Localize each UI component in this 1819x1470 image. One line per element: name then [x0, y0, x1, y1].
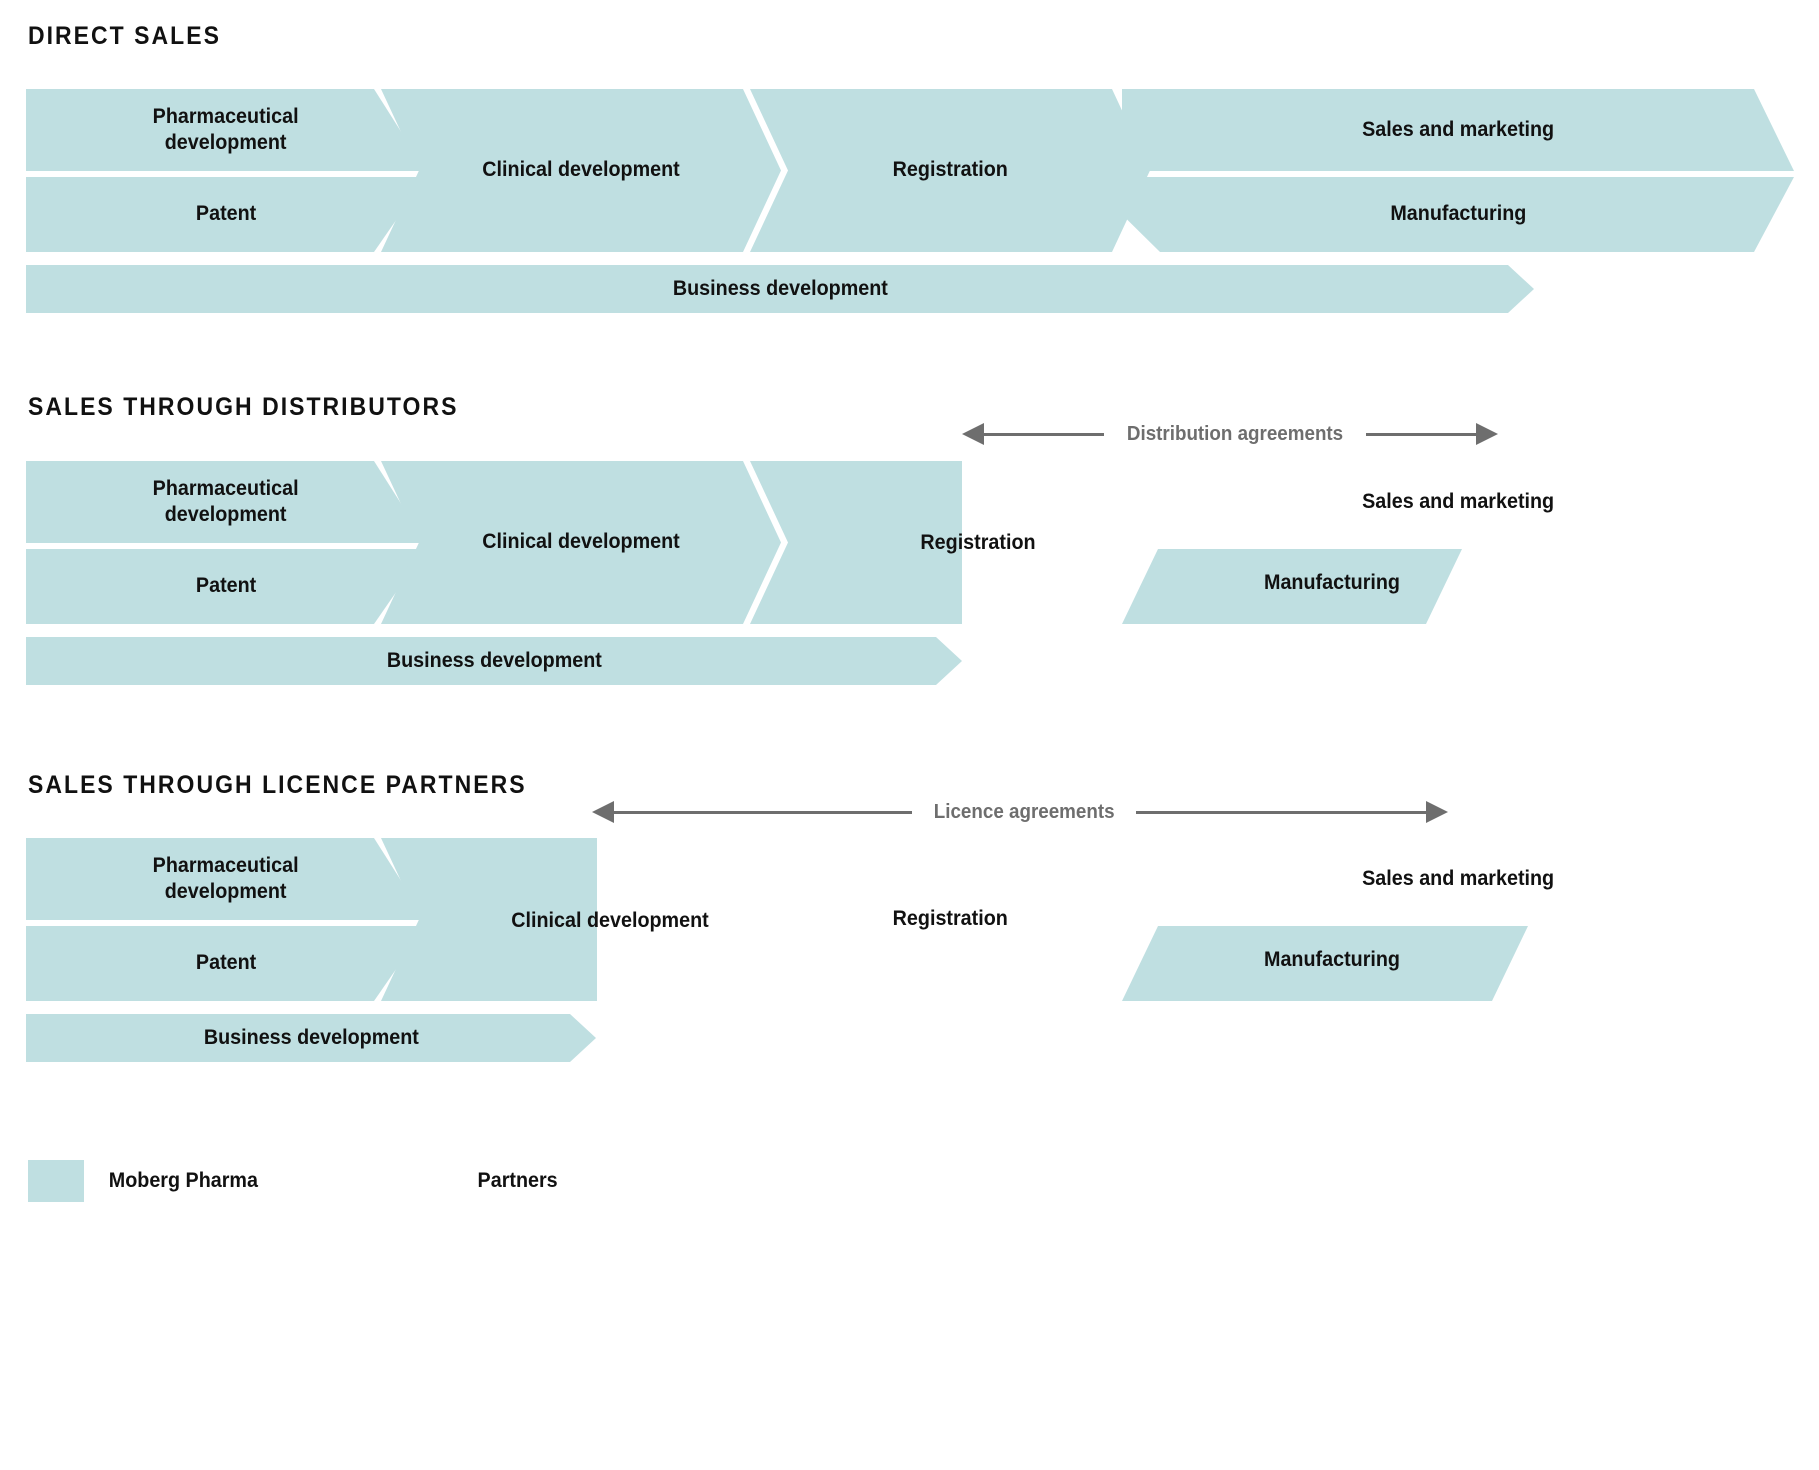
stage-label: Sales and marketing	[1362, 489, 1554, 513]
agreement-label: Distribution agreements	[1126, 422, 1344, 445]
legend-swatch-moberg-icon	[28, 1160, 84, 1202]
stage-registration-label-distributors: Registration	[920, 531, 1036, 554]
stage-patent-distributors[interactable]: Patent	[26, 549, 426, 624]
legend-item-partners: Partners	[419, 1160, 560, 1202]
arrow-left-icon	[962, 423, 984, 445]
stage-clinical-development-direct[interactable]: Clinical development	[381, 89, 781, 252]
arrow-line-left	[984, 432, 1104, 436]
stage-label: Registration	[892, 907, 1008, 931]
stage-label: Sales and marketing	[1362, 866, 1554, 890]
stage-pharmaceutical-development-direct[interactable]: Pharmaceutical development	[26, 89, 426, 171]
stage-business-development-direct[interactable]: Business development	[26, 265, 1534, 313]
stage-sales-and-marketing-licence[interactable]: Sales and marketing	[1122, 838, 1794, 920]
stage-registration-direct[interactable]: Registration	[750, 89, 1150, 252]
legend-label: Moberg Pharma	[108, 1169, 258, 1192]
legend-label: Partners	[477, 1169, 558, 1192]
stage-manufacturing-label-licence: Manufacturing	[1263, 948, 1400, 971]
distribution-agreements-annotation: Distribution agreements	[962, 412, 1722, 456]
legend-item-moberg-pharma: Moberg Pharma	[28, 1160, 263, 1202]
stage-registration-licence[interactable]: Registration	[750, 838, 1150, 1001]
stage-manufacturing-licence[interactable]	[1122, 926, 1528, 1001]
stage-label: Pharmaceutical development	[153, 476, 299, 526]
stage-sales-and-marketing-distributors[interactable]: Sales and marketing	[1122, 461, 1794, 543]
legend: Moberg Pharma Partners	[28, 1160, 560, 1202]
stage-sales-and-marketing-direct[interactable]: Sales and marketing	[1122, 89, 1794, 171]
stage-label: Pharmaceutical development	[153, 853, 299, 903]
stage-label: Clinical development	[482, 530, 680, 554]
stage-patent-direct[interactable]: Patent	[26, 177, 426, 252]
section-heading-sales-through-distributors: SALES THROUGH DISTRIBUTORS	[28, 393, 459, 421]
arrow-line-right	[1366, 432, 1477, 436]
stage-patent-licence[interactable]: Patent	[26, 926, 426, 1001]
legend-swatch-partners-icon	[419, 1160, 475, 1202]
stage-business-development-licence[interactable]: Business development	[26, 1014, 596, 1062]
agreement-label: Licence agreements	[933, 800, 1115, 823]
stage-label: Patent	[195, 202, 257, 226]
stage-label: Sales and marketing	[1362, 117, 1554, 141]
stage-manufacturing-direct[interactable]: Manufacturing	[1122, 177, 1794, 252]
stage-label: Business development	[672, 276, 888, 300]
stage-pharmaceutical-development-licence[interactable]: Pharmaceutical development	[26, 838, 426, 920]
stage-label: Business development	[386, 648, 602, 672]
arrow-line-right	[1136, 810, 1427, 814]
stage-label: Business development	[203, 1025, 419, 1049]
stage-label: Patent	[195, 574, 257, 598]
section-heading-direct-sales: DIRECT SALES	[28, 22, 221, 50]
stage-manufacturing-distributors[interactable]	[1122, 549, 1462, 624]
stage-label: Manufacturing	[1389, 202, 1526, 226]
section-heading-sales-through-licence-partners: SALES THROUGH LICENCE PARTNERS	[28, 771, 527, 799]
licence-agreements-annotation: Licence agreements	[592, 790, 1722, 834]
arrow-right-icon	[1476, 423, 1499, 445]
stage-pharmaceutical-development-distributors[interactable]: Pharmaceutical development	[26, 461, 426, 543]
arrow-line-left	[614, 810, 912, 814]
stage-label: Pharmaceutical development	[153, 104, 299, 154]
stage-business-development-distributors[interactable]: Business development	[26, 637, 962, 685]
stage-label: Patent	[195, 951, 257, 975]
arrow-left-icon	[592, 801, 614, 823]
stage-manufacturing-label-distributors: Manufacturing	[1263, 571, 1400, 594]
stage-label: Clinical development	[482, 158, 680, 182]
stage-clinical-development-label-licence: Clinical development	[511, 909, 709, 932]
stage-label: Registration	[892, 158, 1008, 182]
stage-clinical-development-distributors[interactable]: Clinical development	[381, 461, 781, 624]
arrow-right-icon	[1426, 801, 1449, 823]
